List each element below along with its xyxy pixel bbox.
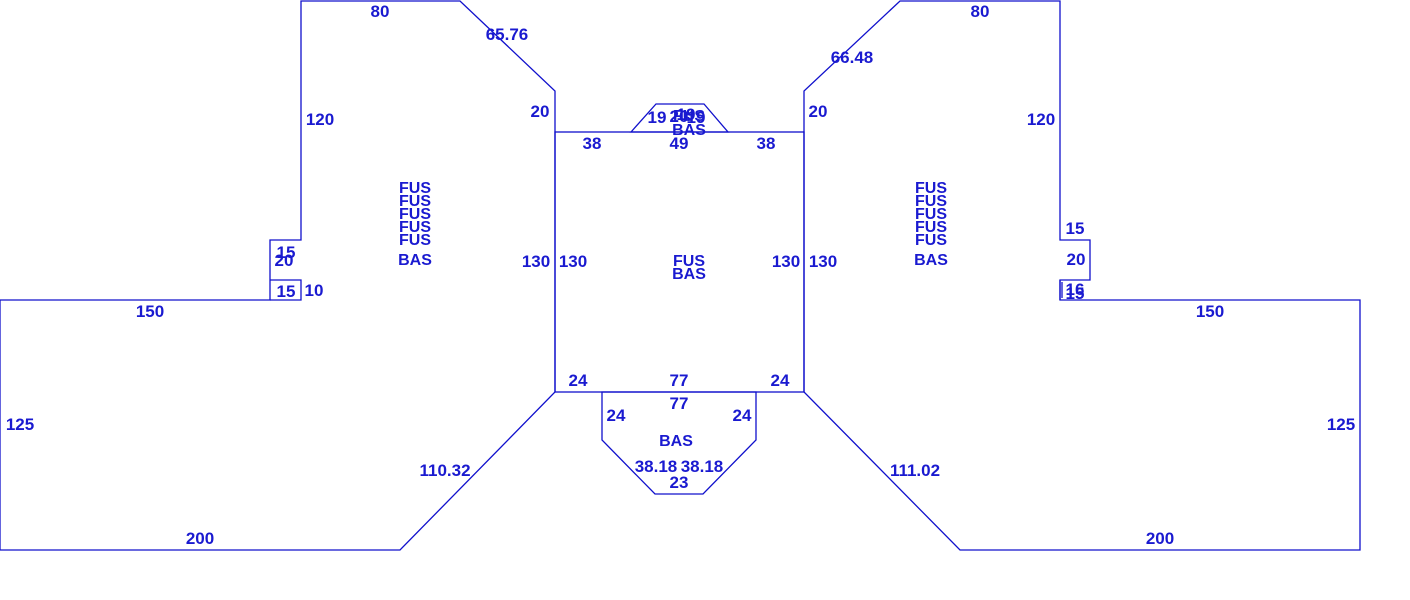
top-cap-mid-dim-b: 19 xyxy=(677,105,696,124)
bottom-cap-diag-left-dim: 38.18 xyxy=(635,457,678,476)
left-tag-2: FUS xyxy=(399,193,431,210)
left-tab-outline xyxy=(270,279,302,301)
bottom-cap-diag-right-dim: 38.18 xyxy=(681,457,724,476)
left-diagonal-top-dim: 65.76 xyxy=(486,25,529,44)
top-cap-outline xyxy=(629,103,730,133)
center-bottom-right-dim: 24 xyxy=(771,371,790,390)
right-piece-outline xyxy=(803,0,1361,551)
left-base-bottom-dim: 200 xyxy=(186,529,214,548)
right-tab-bottom-dim-a: 16 xyxy=(1066,280,1085,299)
bottom-cap-tag: BAS xyxy=(659,433,693,450)
right-diagonal-bottom-dim: 111.02 xyxy=(890,461,940,480)
left-inner-side-dim: 130 xyxy=(522,252,550,271)
right-tag-5: FUS xyxy=(915,232,947,249)
center-right-dim: 130 xyxy=(772,252,800,271)
center-bottom-left-dim: 24 xyxy=(569,371,588,390)
bottom-cap-top-dim: 77 xyxy=(670,394,689,413)
right-tag-4: FUS xyxy=(915,219,947,236)
left-tab-step-dim: 10 xyxy=(305,281,324,300)
right-tab-bottom-dim-b: 15 xyxy=(1066,284,1085,303)
right-tag-2: FUS xyxy=(915,193,947,210)
right-tab-side-dim: 20 xyxy=(1067,250,1086,269)
top-cap-tag-1: FUS xyxy=(673,108,705,125)
left-tab-top-dim: 15 xyxy=(277,243,296,262)
right-inner-side-dim: 130 xyxy=(809,252,837,271)
left-tag-4: FUS xyxy=(399,219,431,236)
left-base-side-dim: 125 xyxy=(6,415,34,434)
left-top-dim: 80 xyxy=(371,2,390,21)
right-diagonal-top-dim: 66.48 xyxy=(831,48,874,67)
top-cap-tag-2: BAS xyxy=(672,122,706,139)
left-tag-1: FUS xyxy=(399,180,431,197)
left-tab-side-dim: 20 xyxy=(275,251,294,270)
right-vertical-dim: 120 xyxy=(1027,110,1055,129)
left-neck-dim: 20 xyxy=(531,102,550,121)
center-top-right-dim: 38 xyxy=(757,134,776,153)
right-tag-6: BAS xyxy=(914,252,948,269)
left-tag-3: FUS xyxy=(399,206,431,223)
right-neck-dim: 20 xyxy=(809,102,828,121)
left-base-top-dim: 150 xyxy=(136,302,164,321)
center-top-left-dim: 38 xyxy=(583,134,602,153)
center-top-mid-dim: 49 xyxy=(670,134,689,153)
right-base-top-dim: 150 xyxy=(1196,302,1224,321)
left-tag-6: BAS xyxy=(398,252,432,269)
right-base-bottom-dim: 200 xyxy=(1146,529,1174,548)
center-tag-1: FUS xyxy=(673,253,705,270)
bottom-cap-left-dim: 24 xyxy=(607,406,626,425)
bottom-cap-outline xyxy=(601,391,757,495)
bottom-cap-bottom-dim: 23 xyxy=(670,473,689,492)
left-diagonal-bottom-dim: 110.32 xyxy=(419,461,470,480)
right-tab-top-dim: 15 xyxy=(1066,219,1085,238)
right-tag-3: FUS xyxy=(915,206,947,223)
top-cap-mid-dim-a: 20 xyxy=(670,107,689,126)
right-top-dim: 80 xyxy=(971,2,990,21)
left-tag-5: FUS xyxy=(399,232,431,249)
top-cap-right-dim: 19 xyxy=(687,108,706,127)
center-left-dim: 130 xyxy=(559,252,587,271)
left-piece-outline xyxy=(0,0,556,551)
right-tag-1: FUS xyxy=(915,180,947,197)
center-tag-2: BAS xyxy=(672,266,706,283)
center-bottom-mid-dim: 77 xyxy=(670,371,689,390)
right-base-side-dim: 125 xyxy=(1327,415,1355,434)
left-vertical-dim: 120 xyxy=(306,110,334,129)
left-tab-bottom-dim: 15 xyxy=(277,282,296,301)
top-cap-left-dim: 19 xyxy=(648,108,667,127)
bottom-cap-right-dim: 24 xyxy=(733,406,752,425)
